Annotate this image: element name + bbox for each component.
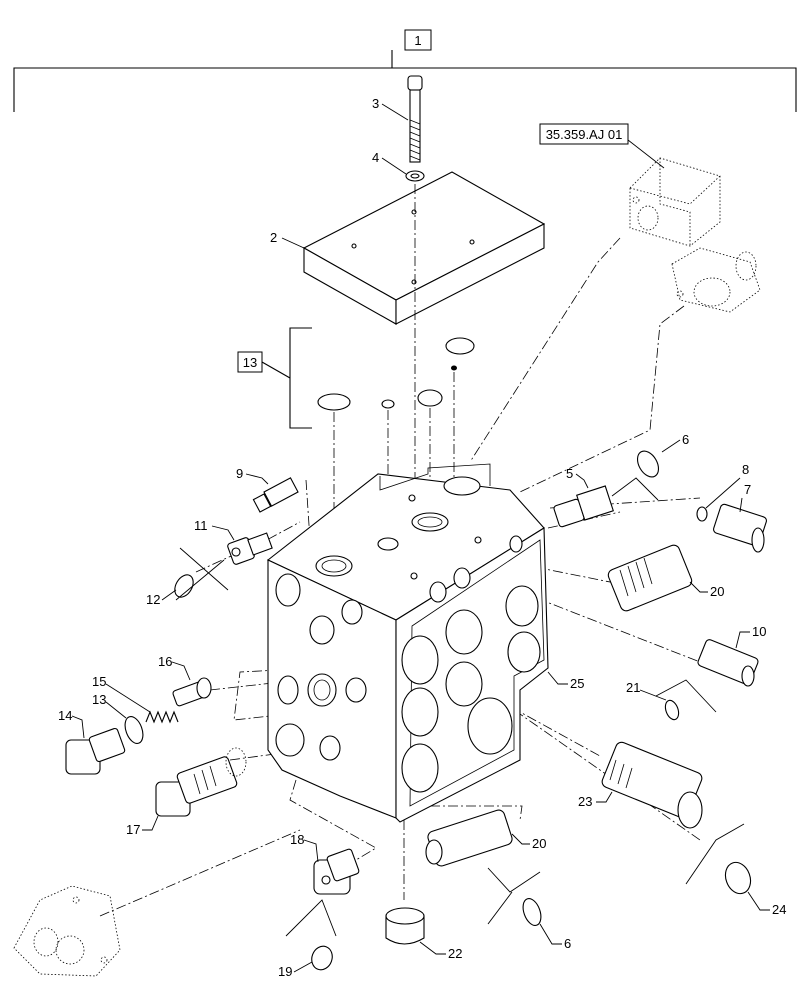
o-ring-top[interactable] [445,337,475,355]
cross-reference-group: 35.359.AJ 01 [539,123,665,169]
o-ring-small[interactable] [381,399,395,409]
o-ring-21[interactable] [663,699,681,722]
seal-dot[interactable] [451,365,457,371]
svg-text:15: 15 [92,674,106,689]
valve-body[interactable] [266,463,549,823]
svg-text:2: 2 [270,230,277,245]
callout-9[interactable]: 9 [236,466,269,485]
svg-text:6: 6 [564,936,571,951]
referenced-block-ghost [629,157,721,247]
o-ring-12[interactable] [171,572,197,601]
callout-25[interactable]: 25 [547,671,584,691]
plug-fitting-11[interactable] [227,532,273,565]
svg-text:6: 6 [682,432,689,447]
callout-18[interactable]: 18 [290,832,319,863]
callout-21[interactable]: 21 [626,680,667,701]
svg-text:13: 13 [92,692,106,707]
o-ring-13[interactable] [122,714,147,746]
flange-ghost-bottom [13,885,121,977]
callout-6-upper[interactable]: 6 [661,432,689,453]
callout-7[interactable]: 7 [739,482,751,513]
o-ring-24[interactable] [721,859,754,897]
o-ring-8[interactable] [696,506,708,522]
svg-text:21: 21 [626,680,640,695]
o-ring-large[interactable] [317,393,351,411]
cross-reference-label[interactable]: 35.359.AJ 01 [546,127,623,142]
hydraulic-fitting-20-lower[interactable] [425,809,514,868]
svg-text:19: 19 [278,964,292,979]
callout-2[interactable]: 2 [270,230,305,249]
svg-text:23: 23 [578,794,592,809]
callout-23[interactable]: 23 [578,791,613,809]
plug-fitting-9[interactable] [252,477,299,513]
hydraulic-fitting-20-upper[interactable] [607,543,694,612]
callout-20-upper[interactable]: 20 [689,581,724,599]
svg-text:20: 20 [532,836,546,851]
callout-24[interactable]: 24 [747,891,786,917]
callout-17[interactable]: 17 [126,815,159,837]
callout-13[interactable]: 13 [92,692,127,719]
washer[interactable] [405,170,425,182]
o-ring-19[interactable] [308,943,335,972]
assembly-bracket: 1 [13,29,797,112]
callout-8[interactable]: 8 [705,462,749,509]
svg-text:25: 25 [570,676,584,691]
svg-text:10: 10 [752,624,766,639]
connector-7[interactable] [713,503,768,553]
svg-text:24: 24 [772,902,786,917]
o-ring-6-lower[interactable] [520,896,545,928]
svg-text:12: 12 [146,592,160,607]
fitting-23[interactable] [600,741,703,829]
svg-text:16: 16 [158,654,172,669]
gasket-ghost [225,747,247,777]
assembly-reference-label[interactable]: 1 [414,33,421,48]
callout-4[interactable]: 4 [372,150,407,175]
callout-10[interactable]: 10 [735,624,766,649]
callout-12[interactable]: 12 [146,589,177,607]
leader-crosses [175,477,745,937]
o-ring-medium[interactable] [417,389,443,407]
flange-ghost-top [671,247,761,313]
cover-plate[interactable] [302,171,546,325]
valve-spool-16[interactable] [172,677,212,707]
plug-18[interactable] [313,848,360,895]
callout-3[interactable]: 3 [372,96,409,121]
svg-text:20: 20 [710,584,724,599]
svg-text:18: 18 [290,832,304,847]
svg-text:7: 7 [744,482,751,497]
o-ring-6-upper[interactable] [633,447,663,480]
svg-text:11: 11 [194,518,208,533]
plug-cap-14[interactable] [65,727,126,775]
plug-22[interactable] [385,907,425,945]
callout-11[interactable]: 11 [194,518,235,541]
svg-text:17: 17 [126,822,140,837]
callout-14[interactable]: 14 [58,708,85,739]
callout-19[interactable]: 19 [278,961,313,979]
callout-22[interactable]: 22 [419,941,462,961]
svg-text:5: 5 [566,466,573,481]
kit-reference-label[interactable]: 13 [243,355,257,370]
svg-text:9: 9 [236,466,243,481]
callout-20-lower[interactable]: 20 [511,833,546,851]
svg-text:3: 3 [372,96,379,111]
callout-16[interactable]: 16 [158,654,191,681]
relief-valve-17[interactable] [155,756,238,817]
callout-5[interactable]: 5 [566,466,589,489]
fitting-10[interactable] [697,639,759,687]
callout-6-lower[interactable]: 6 [539,923,571,951]
bolt[interactable] [407,75,423,163]
kit-bracket: 13 [237,327,312,429]
svg-text:14: 14 [58,708,72,723]
svg-text:22: 22 [448,946,462,961]
fitting-5[interactable] [553,485,614,528]
callout-15[interactable]: 15 [92,674,151,713]
spring-15[interactable] [145,710,179,724]
svg-text:8: 8 [742,462,749,477]
svg-text:4: 4 [372,150,379,165]
